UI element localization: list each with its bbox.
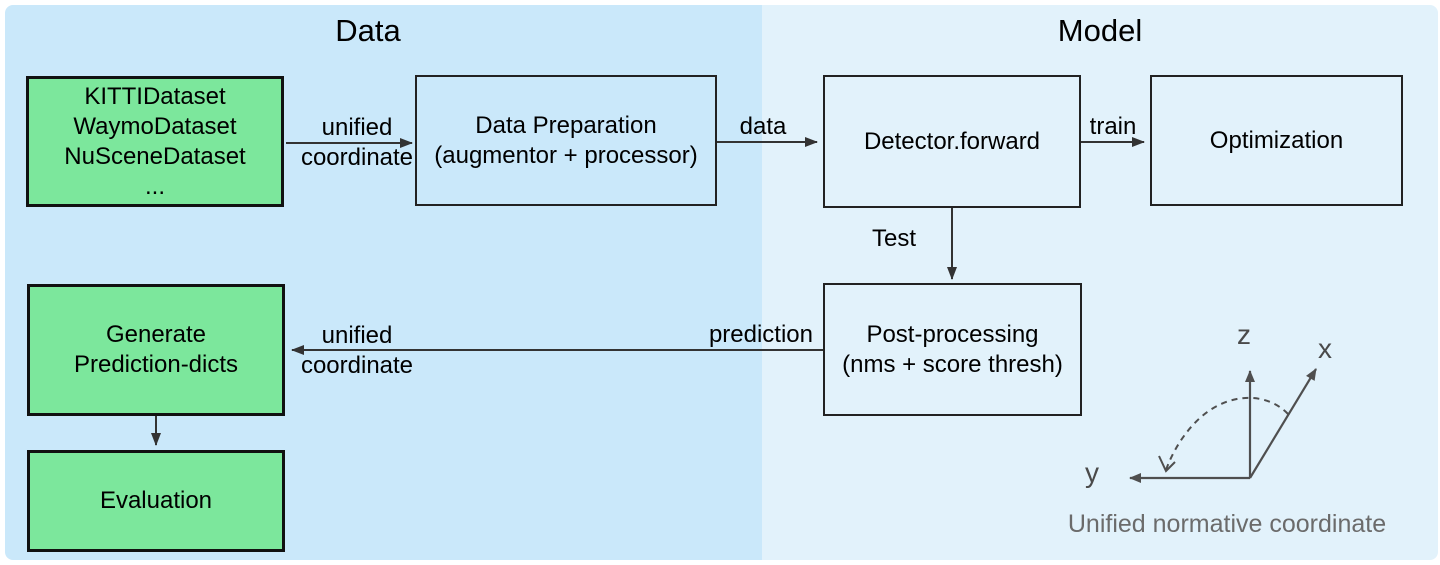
edge-label-line: unified bbox=[321, 114, 393, 141]
x-axis-label: x bbox=[1318, 333, 1332, 364]
edge-label-unified-coordinate-bottom: unified coordinate bbox=[292, 321, 422, 381]
node-detector-forward-label: Detector.forward bbox=[863, 127, 1041, 155]
section-title-data: Data bbox=[335, 13, 401, 48]
edge-label-data: data bbox=[739, 113, 787, 140]
node-datasets-line: WaymoDataset bbox=[73, 112, 237, 140]
edge-label-prediction: prediction bbox=[708, 321, 813, 348]
node-data-preparation-line: (augmentor + processor) bbox=[434, 141, 698, 169]
edge-label-line: coordinate bbox=[300, 352, 414, 379]
node-optimization: Optimization bbox=[1150, 75, 1403, 206]
node-generate-prediction-dicts-line: Generate bbox=[105, 321, 207, 348]
node-generate-prediction-dicts-line: Prediction-dicts bbox=[73, 351, 239, 378]
edge-label-unified-coordinate-top: unified coordinate bbox=[292, 113, 422, 173]
node-datasets-line: NuSceneDataset bbox=[64, 142, 246, 170]
node-optimization-label: Optimization bbox=[1209, 126, 1344, 154]
node-data-preparation-line: Data Preparation bbox=[475, 111, 657, 139]
node-generate-prediction-dicts: Generate Prediction-dicts bbox=[27, 284, 285, 416]
node-datasets: KITTIDataset WaymoDataset NuSceneDataset… bbox=[26, 76, 284, 207]
node-datasets-line: ... bbox=[144, 172, 165, 200]
section-title-model: Model bbox=[1057, 13, 1143, 48]
node-post-processing-line: Post-processing bbox=[866, 320, 1039, 348]
coordinate-caption: Unified normative coordinate bbox=[1067, 510, 1387, 538]
edge-label-train: train bbox=[1089, 113, 1137, 140]
edge-label-line: unified bbox=[321, 322, 393, 349]
edge-label-line: coordinate bbox=[300, 144, 414, 171]
node-detector-forward: Detector.forward bbox=[823, 75, 1081, 208]
node-post-processing: Post-processing (nms + score thresh) bbox=[823, 283, 1082, 416]
node-post-processing-line: (nms + score thresh) bbox=[842, 350, 1063, 378]
node-data-preparation: Data Preparation (augmentor + processor) bbox=[415, 75, 717, 206]
node-evaluation-label: Evaluation bbox=[99, 487, 213, 514]
y-axis-label: y bbox=[1085, 457, 1099, 488]
z-axis-label: z bbox=[1237, 319, 1251, 350]
edge-label-test: Test bbox=[871, 225, 916, 252]
node-evaluation: Evaluation bbox=[27, 450, 285, 552]
node-datasets-line: KITTIDataset bbox=[84, 82, 226, 110]
